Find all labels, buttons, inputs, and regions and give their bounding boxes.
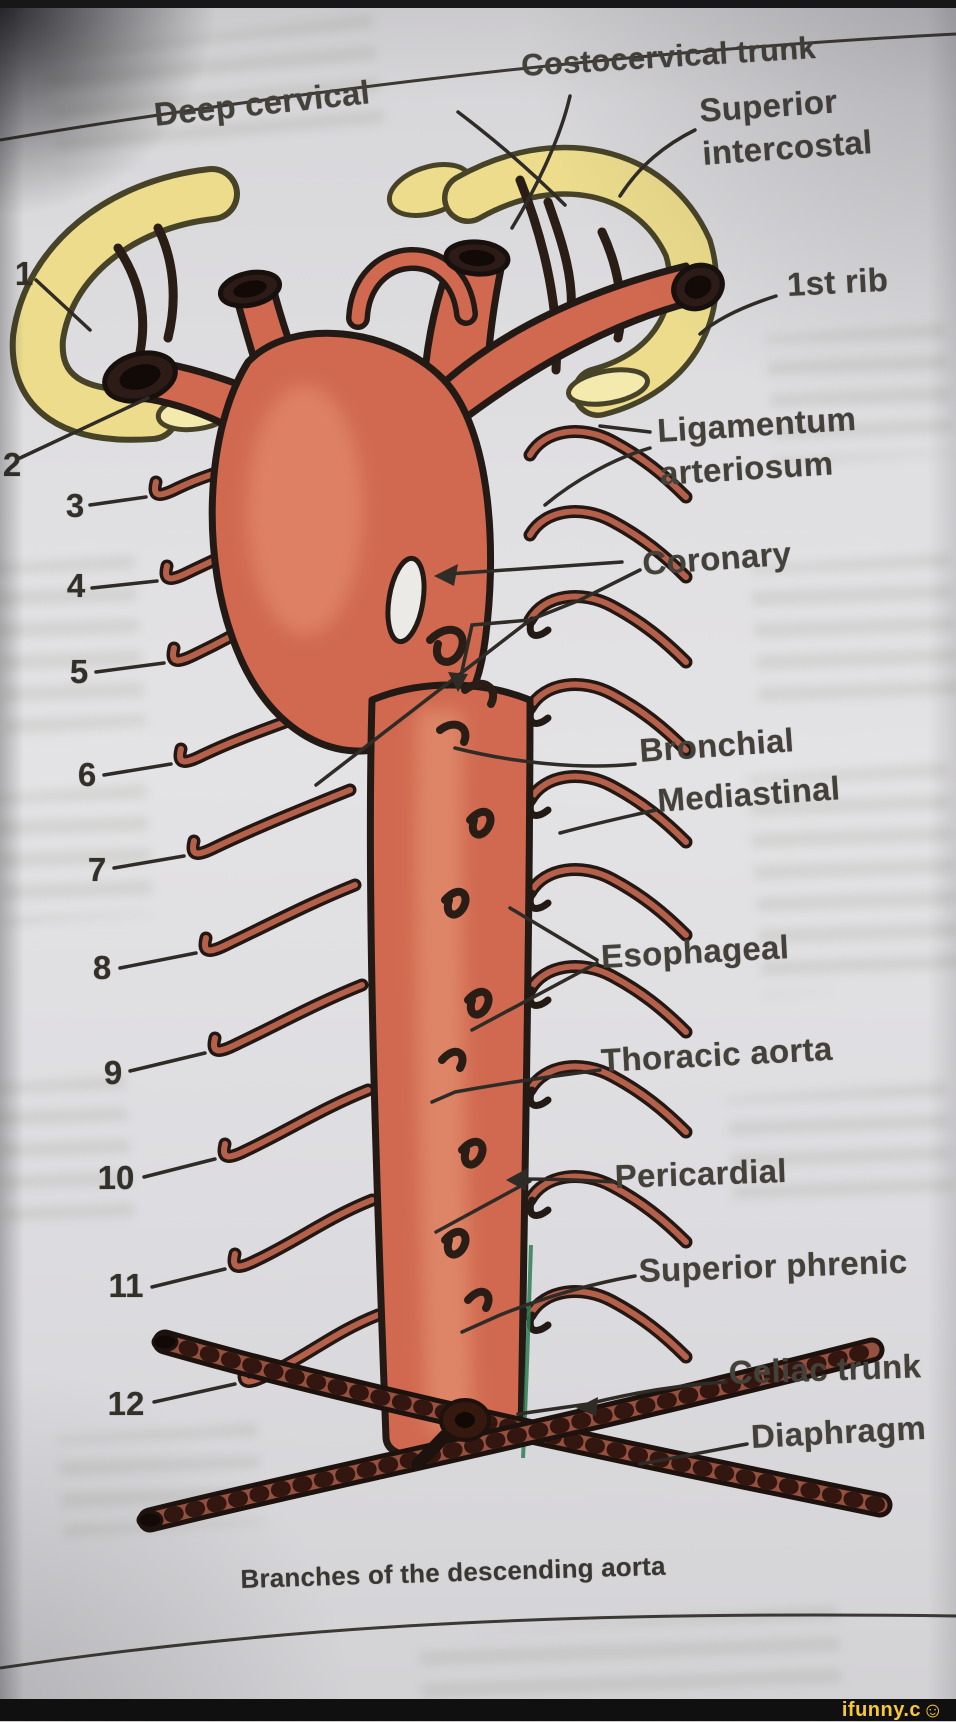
watermark-text: ifunny.c	[841, 1698, 922, 1721]
label-ligamentum-arteriosum: Ligamentum arteriosum	[656, 399, 858, 492]
rib-number-11: 11	[108, 1267, 144, 1304]
rib-number-4: 4	[66, 567, 86, 604]
label-pericardial: Pericardial	[614, 1151, 788, 1195]
smiley-icon: ☺	[922, 1698, 944, 1722]
rib-number-12: 12	[107, 1385, 145, 1422]
label-celiac-trunk: Celiac trunk	[728, 1347, 922, 1391]
rib-number-6: 6	[77, 756, 97, 793]
watermark-bar: ifunny.c☺	[0, 1699, 956, 1721]
rib-number-3: 3	[65, 487, 85, 524]
rib-number-7: 7	[87, 851, 107, 888]
rib-number-9: 9	[103, 1054, 123, 1091]
rib-number-10: 10	[97, 1159, 135, 1196]
rib-number-1: 1	[14, 255, 34, 292]
rib-number-5: 5	[69, 653, 89, 690]
label-diaphragm: Diaphragm	[750, 1408, 927, 1455]
photo-top-edge	[0, 0, 956, 8]
rib-number-8: 8	[92, 949, 112, 986]
label-1st-rib: 1st rib	[786, 260, 890, 303]
rib-number-2: 2	[2, 446, 22, 483]
label-superior-intercostal: Superior intercostal	[698, 82, 874, 172]
